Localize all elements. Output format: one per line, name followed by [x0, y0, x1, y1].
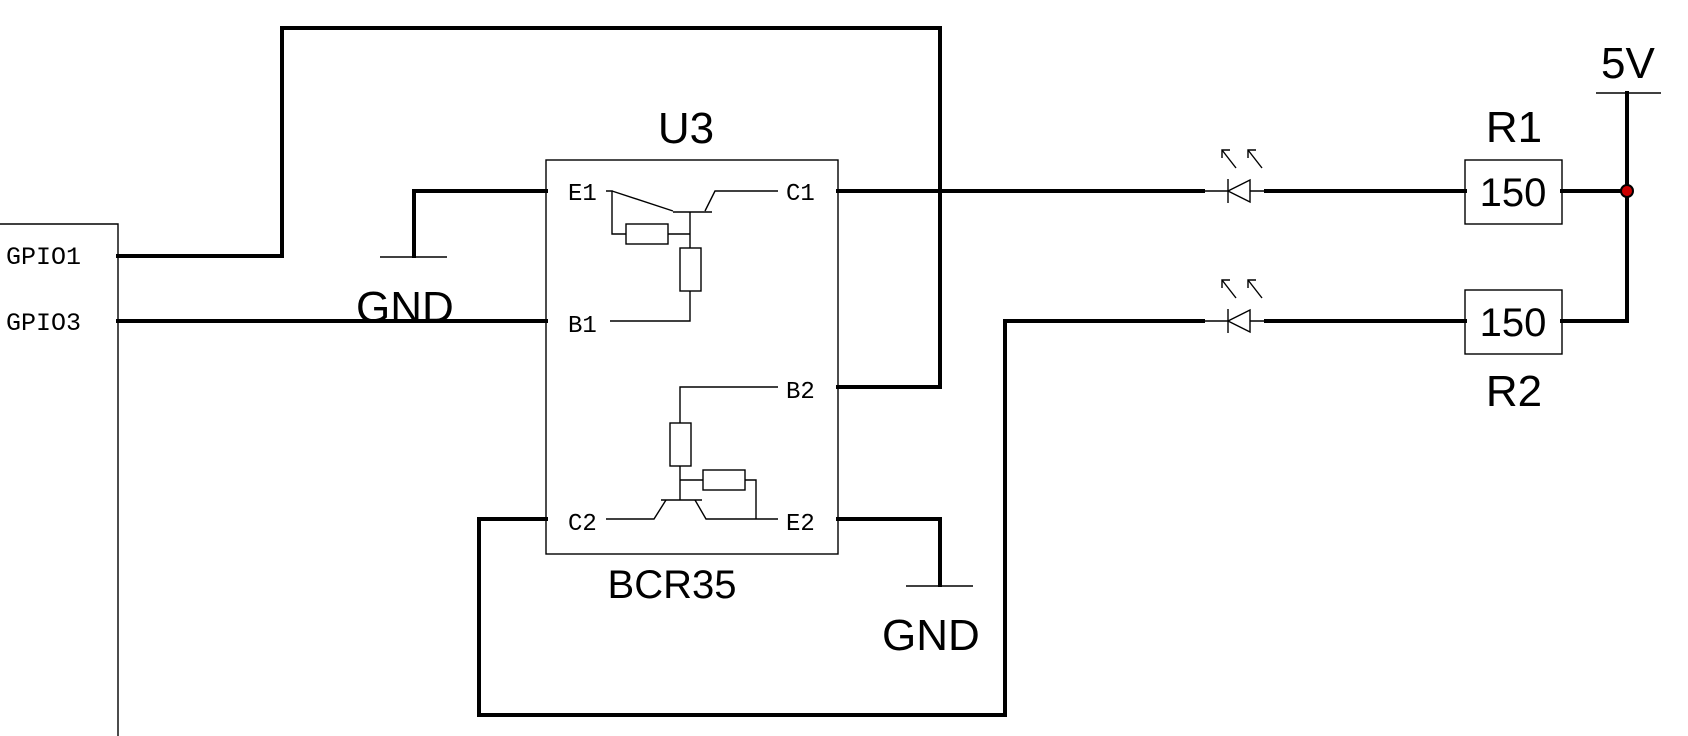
transistor-2-collector: [606, 499, 667, 520]
resistor-r2-ref: R2: [1486, 367, 1542, 416]
led-2-triangle: [1226, 308, 1251, 334]
internal-wire-b1: [610, 291, 691, 322]
ic-pin-c1: C1: [786, 181, 815, 208]
gnd-symbol-1: GND: [356, 256, 454, 332]
led-2-light-arrows: [1221, 279, 1263, 299]
resistor-r1-body: [1464, 159, 1563, 225]
ic-outline: [545, 159, 839, 555]
vcc-label: 5V: [1601, 39, 1655, 88]
resistor-r1-ref: R1: [1486, 103, 1542, 152]
ic-part-label: BCR35: [608, 563, 737, 607]
gnd-symbol-2: GND: [882, 585, 980, 660]
transistor-2-emitter: [694, 499, 778, 520]
gnd-label-2: GND: [882, 611, 980, 660]
internal-resistor-2a: [669, 422, 692, 467]
ic-pin-b2: B2: [786, 379, 815, 406]
ic-pin-e2: E2: [786, 511, 815, 538]
vcc-symbol: 5V: [1596, 39, 1661, 198]
wire-c2-to-led2: [477, 319, 1205, 717]
resistor-r2-value: 150: [1480, 301, 1547, 345]
wire-gpio1-to-b2: [116, 26, 942, 389]
resistor-r1-value: 150: [1480, 171, 1547, 215]
resistor-r2: 150 R2: [1464, 289, 1563, 416]
resistor-r2-body: [1464, 289, 1563, 355]
led-1-triangle: [1226, 178, 1251, 204]
internal-transistor-2: [606, 386, 778, 520]
wires: [116, 26, 1629, 717]
led-1: [1203, 149, 1266, 204]
junction-dot: [1620, 184, 1634, 198]
mcu-block: GPIO1 GPIO3: [0, 223, 119, 736]
ic-pin-b1: B1: [568, 313, 597, 340]
internal-resistor-1b: [679, 247, 702, 292]
resistor-r1: 150 R1: [1464, 103, 1563, 225]
internal-wire-b2: [679, 386, 778, 423]
ic-pin-c2: C2: [568, 511, 597, 538]
internal-wire-r2b-right: [745, 479, 757, 519]
wire-e2-to-gnd: [836, 517, 942, 587]
ic-ref-label: U3: [658, 104, 714, 153]
led-2: [1203, 279, 1266, 334]
mcu-pin-gpio1-label: GPIO1: [6, 243, 81, 272]
transistor-1-emitter: [611, 190, 674, 212]
internal-wire-e1: [606, 190, 626, 235]
internal-resistor-2b: [702, 469, 746, 491]
internal-resistor-1a: [625, 223, 669, 245]
mcu-pin-gpio3-label: GPIO3: [6, 309, 81, 338]
ic-pin-e1: E1: [568, 181, 597, 208]
transistor-1-collector: [704, 190, 778, 212]
wire-r2-to-5v: [1560, 91, 1629, 323]
gnd-label-1: GND: [356, 283, 454, 332]
wire-e1-to-gnd: [412, 189, 548, 258]
led-1-light-arrows: [1221, 149, 1263, 169]
mcu-outline: [0, 223, 119, 736]
ic-u3: U3 BCR35 E1 C1 B1 B2 C2 E2: [545, 104, 839, 607]
internal-transistor-1: [606, 190, 778, 322]
